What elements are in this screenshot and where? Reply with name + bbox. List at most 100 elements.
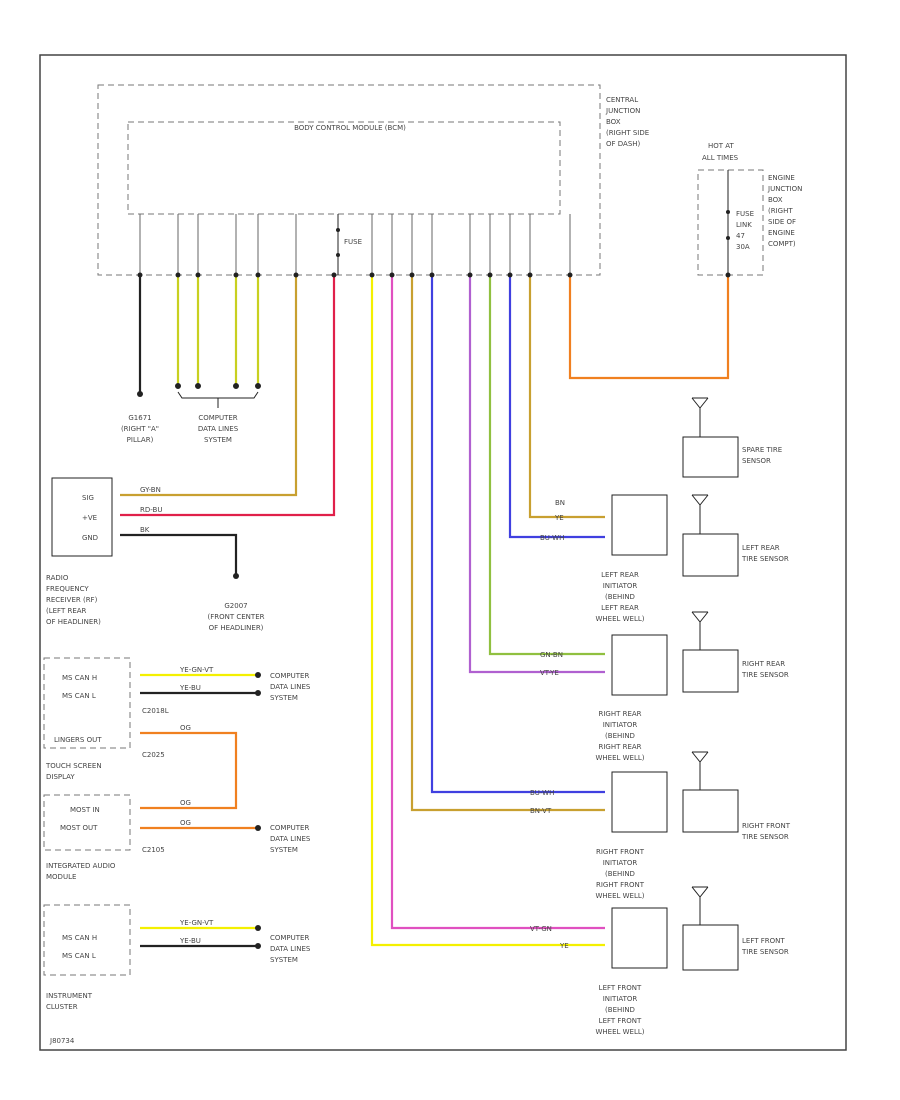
svg-text:(RIGHT SIDE: (RIGHT SIDE: [606, 129, 649, 137]
wire-code-rf-1: BU-WH: [530, 789, 554, 797]
wire-code-lr-1: BN: [555, 499, 565, 507]
touch-pin-l: MS CAN L: [62, 692, 96, 700]
engine-junction-box: [697, 169, 764, 276]
wire-code-cluster-l: YE-BU: [179, 937, 201, 945]
wire-code-most-in: OG: [180, 799, 191, 807]
rf-initiator-label: RIGHT FRONT INITIATOR (BEHIND RIGHT FRON…: [595, 848, 644, 900]
wire-rf-gnd: [120, 533, 238, 575]
svg-text:G1671: G1671: [128, 414, 151, 422]
svg-text:DATA LINES: DATA LINES: [270, 683, 311, 691]
svg-text:INSTRUMENT: INSTRUMENT: [46, 992, 93, 1000]
wire-rr-violet: [468, 275, 605, 674]
svg-text:DATA LINES: DATA LINES: [198, 425, 239, 433]
svg-text:HOT AT: HOT AT: [708, 142, 735, 150]
connector-c2025: C2025: [142, 751, 165, 759]
svg-text:TIRE SENSOR: TIRE SENSOR: [741, 948, 789, 956]
svg-text:FUSE: FUSE: [344, 238, 362, 246]
svg-text:SYSTEM: SYSTEM: [270, 694, 298, 702]
svg-text:TIRE SENSOR: TIRE SENSOR: [741, 833, 789, 841]
rr-initiator-box: [611, 634, 668, 696]
svg-text:(RIGHT "A": (RIGHT "A": [121, 425, 159, 433]
touch-screen-box: [43, 657, 131, 749]
wire-code-lf-2: YE: [559, 942, 569, 950]
svg-text:FREQUENCY: FREQUENCY: [46, 585, 89, 593]
left-rear-tire-sensor: LEFT REAR TIRE SENSOR: [682, 494, 789, 577]
wire-code-touch-l: YE-BU: [179, 684, 201, 692]
svg-text:SPARE TIRE: SPARE TIRE: [742, 446, 782, 454]
svg-text:WHEEL WELL): WHEEL WELL): [595, 892, 644, 900]
cluster-pin-l: MS CAN L: [62, 952, 96, 960]
svg-text:SIDE OF: SIDE OF: [768, 218, 796, 226]
svg-text:(BEHIND: (BEHIND: [605, 1006, 635, 1014]
svg-text:DISPLAY: DISPLAY: [46, 773, 75, 781]
bcm-fuse: FUSE: [336, 214, 362, 275]
svg-text:INITIATOR: INITIATOR: [603, 721, 638, 729]
svg-text:SYSTEM: SYSTEM: [270, 956, 298, 964]
svg-text:LEFT FRONT: LEFT FRONT: [599, 1017, 642, 1025]
left-front-tire-sensor: LEFT FRONT TIRE SENSOR: [682, 886, 789, 971]
touch-screen-label: TOUCH SCREEN DISPLAY: [45, 762, 102, 781]
central-junction-label: CENTRAL JUNCTION BOX (RIGHT SIDE OF DASH…: [605, 96, 649, 148]
hot-at-all-times-label: HOT AT ALL TIMES: [702, 142, 739, 162]
wire-code-most-top: OG: [180, 724, 191, 732]
svg-text:WHEEL WELL): WHEEL WELL): [595, 754, 644, 762]
right-rear-tire-sensor: RIGHT REAR TIRE SENSOR: [682, 611, 789, 693]
connector-c2018l: C2018L: [142, 707, 169, 715]
wire-lr-yellow: [528, 275, 605, 519]
svg-text:RIGHT REAR: RIGHT REAR: [598, 743, 641, 751]
svg-text:(BEHIND: (BEHIND: [605, 870, 635, 878]
svg-text:(RIGHT: (RIGHT: [768, 207, 793, 215]
svg-text:(BEHIND: (BEHIND: [605, 732, 635, 740]
lr-initiator-box: [611, 494, 668, 556]
wire-lf-yellow: [370, 275, 605, 947]
svg-text:CENTRAL: CENTRAL: [606, 96, 638, 104]
diagram-id: J80734: [49, 1037, 75, 1045]
wire-lf-magenta: [390, 275, 605, 930]
svg-text:LEFT REAR: LEFT REAR: [742, 544, 780, 552]
svg-text:LINK: LINK: [736, 221, 752, 229]
wire-code-rr-1: GN-BN: [540, 651, 563, 659]
wire-code-rf-gnd: BK: [140, 526, 150, 534]
wire-code-touch-h: YE-GN-VT: [179, 666, 214, 674]
svg-text:LEFT FRONT: LEFT FRONT: [599, 984, 642, 992]
integrated-audio-label: INTEGRATED AUDIO MODULE: [46, 862, 116, 881]
wire-code-lr-3: BU-WH: [540, 534, 564, 542]
fuse-link-label: FUSE LINK 47 30A: [736, 210, 754, 251]
svg-text:RADIO: RADIO: [46, 574, 69, 582]
svg-text:LEFT REAR: LEFT REAR: [601, 604, 639, 612]
wire-code-rf-ve: RD-BU: [140, 506, 162, 514]
svg-text:(FRONT CENTER: (FRONT CENTER: [208, 613, 265, 621]
svg-text:COMPUTER: COMPUTER: [270, 934, 309, 942]
central-junction-box: [97, 84, 601, 276]
svg-text:SYSTEM: SYSTEM: [270, 846, 298, 854]
svg-text:(BEHIND: (BEHIND: [605, 593, 635, 601]
svg-text:INTEGRATED AUDIO: INTEGRATED AUDIO: [46, 862, 116, 870]
svg-text:RIGHT FRONT: RIGHT FRONT: [596, 881, 645, 889]
svg-text:INITIATOR: INITIATOR: [603, 582, 638, 590]
svg-text:COMPUTER: COMPUTER: [270, 824, 309, 832]
lf-initiator-box: [611, 907, 668, 969]
svg-text:RECEIVER (RF): RECEIVER (RF): [46, 596, 98, 604]
computer-data-lines-mid2: COMPUTER DATA LINES SYSTEM: [255, 824, 311, 854]
diagram-frame: [39, 54, 847, 1051]
computer-data-lines-top-label: COMPUTER DATA LINES SYSTEM: [198, 414, 239, 444]
svg-text:(LEFT REAR: (LEFT REAR: [46, 607, 87, 615]
svg-text:RIGHT FRONT: RIGHT FRONT: [742, 822, 791, 830]
svg-text:CLUSTER: CLUSTER: [46, 1003, 78, 1011]
svg-text:SENSOR: SENSOR: [742, 457, 771, 465]
cluster-pin-h: MS CAN H: [62, 934, 97, 942]
connector-c2105: C2105: [142, 846, 165, 854]
svg-text:OF DASH): OF DASH): [606, 140, 641, 148]
svg-text:LEFT FRONT: LEFT FRONT: [742, 937, 785, 945]
instrument-cluster-box: [43, 904, 131, 976]
touch-pin-h: MS CAN H: [62, 674, 97, 682]
wire-rr-green: [488, 275, 605, 656]
computer-data-bracket-top: [175, 383, 261, 408]
svg-text:OF HEADLINER): OF HEADLINER): [46, 618, 101, 626]
integrated-audio-box: [43, 794, 131, 851]
wire-code-most-out: OG: [180, 819, 191, 827]
svg-text:DATA LINES: DATA LINES: [270, 835, 311, 843]
fuse-link-dot: [726, 210, 730, 214]
svg-text:TIRE SENSOR: TIRE SENSOR: [741, 555, 789, 563]
